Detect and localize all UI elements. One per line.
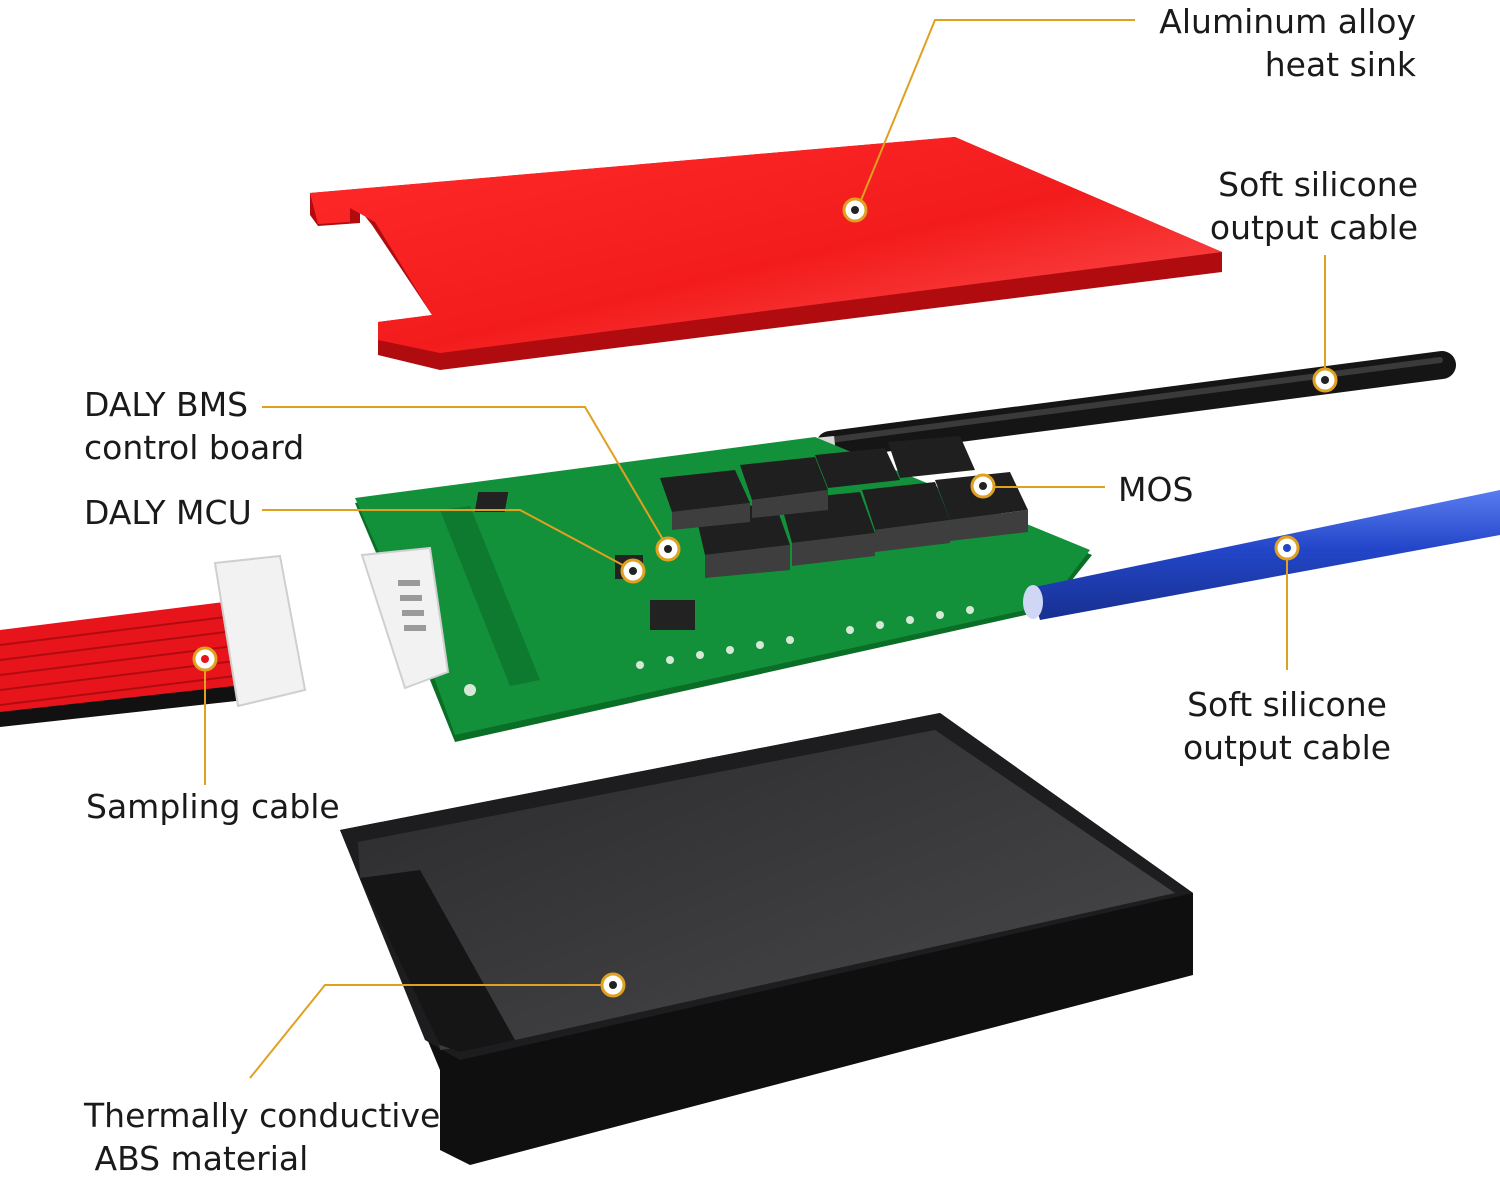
leader-abs-case (249, 984, 612, 1079)
label-abs-case: Thermally conductive ABS material (84, 1096, 441, 1178)
leader-bms-board (262, 406, 669, 549)
marker-output-cable-bottom (1274, 535, 1300, 561)
marker-mos (970, 473, 996, 499)
label-mcu: DALY MCU (84, 493, 252, 532)
marker-mcu (620, 558, 646, 584)
abs-case (340, 713, 1193, 1165)
marker-bms-board (655, 536, 681, 562)
marker-abs-case (600, 972, 626, 998)
label-mos: MOS (1118, 470, 1194, 509)
mos-blocks (660, 436, 1028, 578)
label-output-cable-top: Soft silicone output cable (1209, 165, 1418, 247)
callout-markers (192, 197, 1338, 998)
marker-sampling-cable (192, 646, 218, 672)
label-bms-board: DALY BMS control board (84, 385, 305, 467)
leader-mcu (262, 509, 633, 571)
label-sampling-cable: Sampling cable (86, 787, 340, 826)
label-heat-sink: Aluminum alloy heat sink (1159, 2, 1416, 84)
leader-heat-sink (856, 19, 1135, 211)
heat-sink-plate (310, 137, 1222, 370)
marker-output-cable-top (1312, 367, 1338, 393)
label-output-cable-bottom: Soft silicone output cable (1182, 685, 1392, 767)
blue-output-cable (1023, 490, 1500, 620)
sampling-cable (0, 546, 450, 727)
marker-heat-sink (842, 197, 868, 223)
black-output-cable (814, 351, 1456, 459)
leader-lines (204, 19, 1326, 1079)
